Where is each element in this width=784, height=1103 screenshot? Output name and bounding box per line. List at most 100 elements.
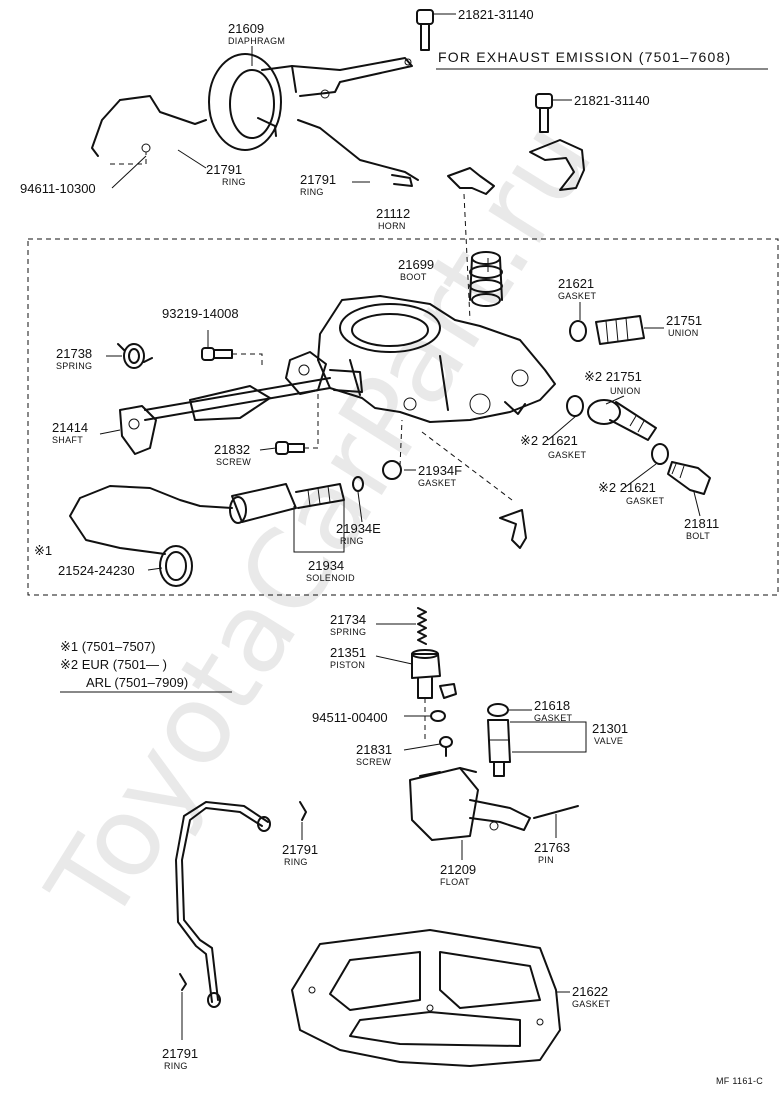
callout-93219[interactable]: 93219-14008 [162, 306, 239, 321]
svg-text:21831: 21831 [356, 742, 392, 757]
callout-21791-d[interactable]: 21791 RING [162, 1046, 198, 1071]
callout-21811[interactable]: 21811 BOLT [684, 516, 719, 541]
callout-21751-lower[interactable]: ※2 21751 UNION [584, 369, 642, 396]
union-21751-upper-drawing [595, 315, 645, 345]
svg-text:21301: 21301 [592, 721, 628, 736]
svg-text:DIAPHRAGM: DIAPHRAGM [228, 36, 285, 46]
callout-21821-lower[interactable]: 21821-31140 [574, 93, 650, 108]
callout-note-1-marker[interactable]: ※1 [34, 543, 52, 558]
svg-text:SPRING: SPRING [330, 627, 366, 637]
frame-code: MF 1161-C [716, 1076, 763, 1086]
bolt-lower-drawing [529, 93, 585, 191]
svg-text:94511-00400: 94511-00400 [312, 710, 388, 725]
callout-21831[interactable]: 21831 SCREW [356, 742, 392, 767]
svg-text:21751: 21751 [666, 313, 702, 328]
screw-21831-drawing [424, 698, 453, 757]
callout-21524[interactable]: 21524-24230 [58, 563, 135, 578]
svg-text:VALVE: VALVE [594, 736, 623, 746]
callout-21791-b[interactable]: 21791 RING [300, 172, 336, 197]
assembly-frame [27, 238, 779, 596]
svg-text:21791: 21791 [300, 172, 336, 187]
svg-text:21524-24230: 21524-24230 [58, 563, 135, 578]
pin-21763-drawing [533, 805, 579, 819]
callout-21414[interactable]: 21414 SHAFT [52, 420, 88, 445]
callout-21934[interactable]: 21934 SOLENOID [306, 558, 355, 583]
callout-21621-mid[interactable]: ※2 21621 GASKET [520, 433, 587, 460]
svg-text:HORN: HORN [378, 221, 406, 231]
svg-text:21622: 21622 [572, 984, 608, 999]
shaft-21414-drawing [119, 351, 363, 455]
callout-21763[interactable]: 21763 PIN [534, 840, 570, 865]
callout-21609[interactable]: 21609 DIAPHRAGM [228, 21, 285, 46]
callout-21622[interactable]: 21622 GASKET [572, 984, 611, 1009]
svg-text:21699: 21699 [398, 257, 434, 272]
solenoid-21934-drawing [69, 483, 345, 555]
callout-21934e[interactable]: 21934E RING [336, 521, 381, 546]
note-3: ARL (7501–7909) [86, 675, 188, 690]
callout-21832[interactable]: 21832 SCREW [214, 442, 251, 467]
callout-21621-upper[interactable]: 21621 GASKET [558, 276, 597, 301]
callout-21621-lower[interactable]: ※2 21621 GASKET [598, 480, 665, 506]
svg-text:21934: 21934 [308, 558, 344, 573]
svg-text:21934E: 21934E [336, 521, 381, 536]
callout-94511[interactable]: 94511-00400 [312, 710, 388, 725]
svg-text:21414: 21414 [52, 420, 88, 435]
callout-21351[interactable]: 21351 PISTON [330, 645, 366, 670]
svg-text:GASKET: GASKET [418, 478, 457, 488]
svg-text:21618: 21618 [534, 698, 570, 713]
svg-text:GASKET: GASKET [626, 496, 665, 506]
svg-text:21738: 21738 [56, 346, 92, 361]
svg-text:SPRING: SPRING [56, 361, 92, 371]
svg-text:RING: RING [300, 187, 324, 197]
horn-body-drawing [317, 295, 556, 423]
nut-94511-drawing [430, 710, 446, 722]
gasket-21934f-drawing [382, 460, 402, 480]
svg-text:21934F: 21934F [418, 463, 462, 478]
svg-text:BOOT: BOOT [400, 272, 427, 282]
gasket-21621-lower-drawing [651, 443, 669, 465]
bolt-21811-drawing [667, 461, 711, 495]
callout-21699[interactable]: 21699 BOOT [398, 257, 434, 282]
leader-screw-21832 [304, 392, 319, 449]
callout-21738[interactable]: 21738 SPRING [56, 346, 92, 371]
callout-21821-upper[interactable]: 21821-31140 [458, 7, 534, 22]
callout-94611[interactable]: 94611-10300 [20, 181, 96, 196]
callout-21618[interactable]: 21618 GASKET [534, 698, 573, 723]
leader-screw-93219 [232, 353, 263, 366]
svg-text:RING: RING [284, 857, 308, 867]
diaphragm-drawing [91, 53, 419, 187]
callout-21734[interactable]: 21734 SPRING [330, 612, 366, 637]
svg-text:RING: RING [340, 536, 364, 546]
note-2: ※2 EUR (7501— ) [60, 657, 167, 672]
callout-21209[interactable]: 21209 FLOAT [440, 862, 476, 887]
svg-text:UNION: UNION [668, 328, 699, 338]
bracket-lower-drawing [499, 509, 527, 549]
callout-21301[interactable]: 21301 VALVE [592, 721, 628, 746]
svg-text:21621: 21621 [558, 276, 594, 291]
ring-21524-drawing [159, 545, 193, 587]
gasket-21618-drawing [487, 703, 509, 717]
piston-21351-drawing [411, 649, 457, 699]
callout-21112[interactable]: 21112 HORN [376, 206, 410, 231]
svg-text:93219-14008: 93219-14008 [162, 306, 239, 321]
svg-text:PIN: PIN [538, 855, 554, 865]
svg-text:RING: RING [222, 177, 246, 187]
pipe-drawing [175, 801, 271, 1008]
callout-21751-upper[interactable]: 21751 UNION [666, 313, 702, 338]
bracket-drawing [447, 167, 495, 195]
svg-text:UNION: UNION [610, 386, 641, 396]
callout-21934f[interactable]: 21934F GASKET [418, 463, 462, 488]
leader-gasket-21934f [399, 419, 403, 467]
svg-text:21821-31140: 21821-31140 [574, 93, 650, 108]
leader-bracket [463, 193, 471, 321]
svg-text:※1: ※1 [34, 543, 52, 558]
svg-text:PISTON: PISTON [330, 660, 365, 670]
callout-21791-c[interactable]: 21791 RING [282, 842, 318, 867]
boot-drawing [469, 251, 503, 307]
applicability-notes: ※1 (7501–7507) ※2 EUR (7501— ) ARL (7501… [60, 639, 232, 693]
svg-text:21763: 21763 [534, 840, 570, 855]
svg-text:21609: 21609 [228, 21, 264, 36]
callout-21791-a[interactable]: 21791 RING [206, 162, 246, 187]
